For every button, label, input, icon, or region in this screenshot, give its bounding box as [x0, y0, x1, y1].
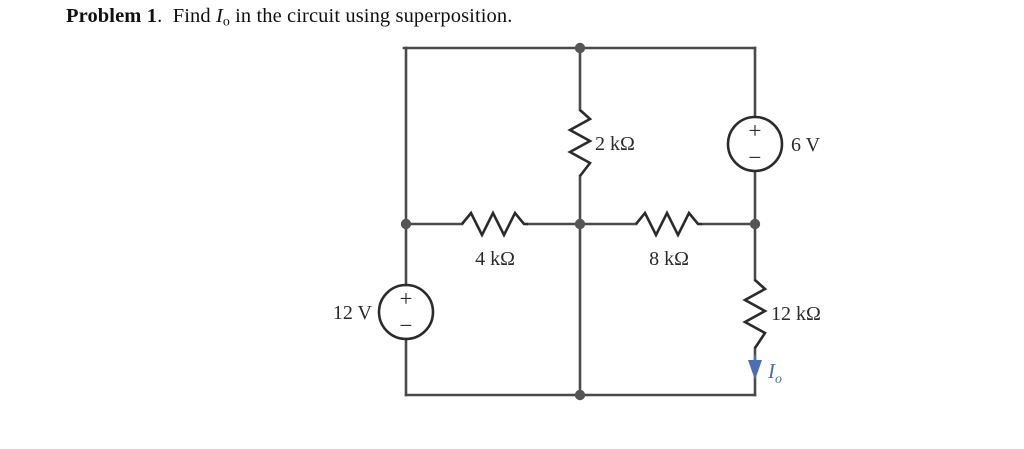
source-6v-plus-sign: + — [749, 118, 762, 143]
page-title: Problem 1. Find Io in the circuit using … — [66, 2, 512, 37]
source-12v-symbol: + − — [377, 283, 435, 341]
node-dot-mid-right — [749, 218, 761, 230]
source-12v-plus-sign: + — [400, 286, 413, 311]
source-6v-minus-sign: − — [749, 145, 762, 170]
problem-text-after: in the circuit using superposition. — [229, 5, 513, 27]
source-12v-circle — [377, 283, 435, 341]
current-io-arrow-head — [748, 360, 762, 380]
resistor-12k-label: 12 kΩ — [771, 303, 821, 325]
node-dot-top-middle — [574, 42, 586, 54]
problem-text-before: Find — [172, 5, 216, 27]
problem-period: . — [157, 5, 163, 27]
resistor-12k-symbol — [742, 279, 768, 349]
source-12v-minus-sign: − — [400, 313, 413, 338]
source-6v-circle — [726, 115, 784, 173]
node-dot-bottom-middle — [574, 389, 586, 401]
source-12v-label: 12 V — [333, 302, 373, 324]
resistor-4k-label: 4 kΩ — [475, 248, 515, 270]
source-6v-symbol: + − — [726, 115, 784, 173]
resistor-8k-symbol — [634, 210, 702, 238]
problem-label: Problem 1 — [66, 5, 158, 27]
current-io-subscript: o — [775, 371, 782, 386]
node-dot-group — [400, 42, 761, 401]
problem-variable-subscript: o — [222, 14, 230, 30]
resistor-group — [460, 109, 768, 349]
source-6v-label: 6 V — [791, 134, 821, 156]
resistor-2k-label: 2 kΩ — [595, 133, 635, 155]
resistor-4k-symbol — [460, 210, 528, 238]
resistor-8k-label: 8 kΩ — [649, 248, 689, 270]
resistor-2k-symbol — [567, 109, 593, 177]
node-dot-mid-middle — [574, 218, 586, 230]
current-io-symbol: I — [767, 359, 776, 383]
problem-variable: I — [215, 5, 223, 27]
current-io-indicator: Io — [748, 355, 782, 386]
current-io-label: Io — [767, 359, 782, 386]
node-dot-mid-left — [400, 218, 412, 230]
